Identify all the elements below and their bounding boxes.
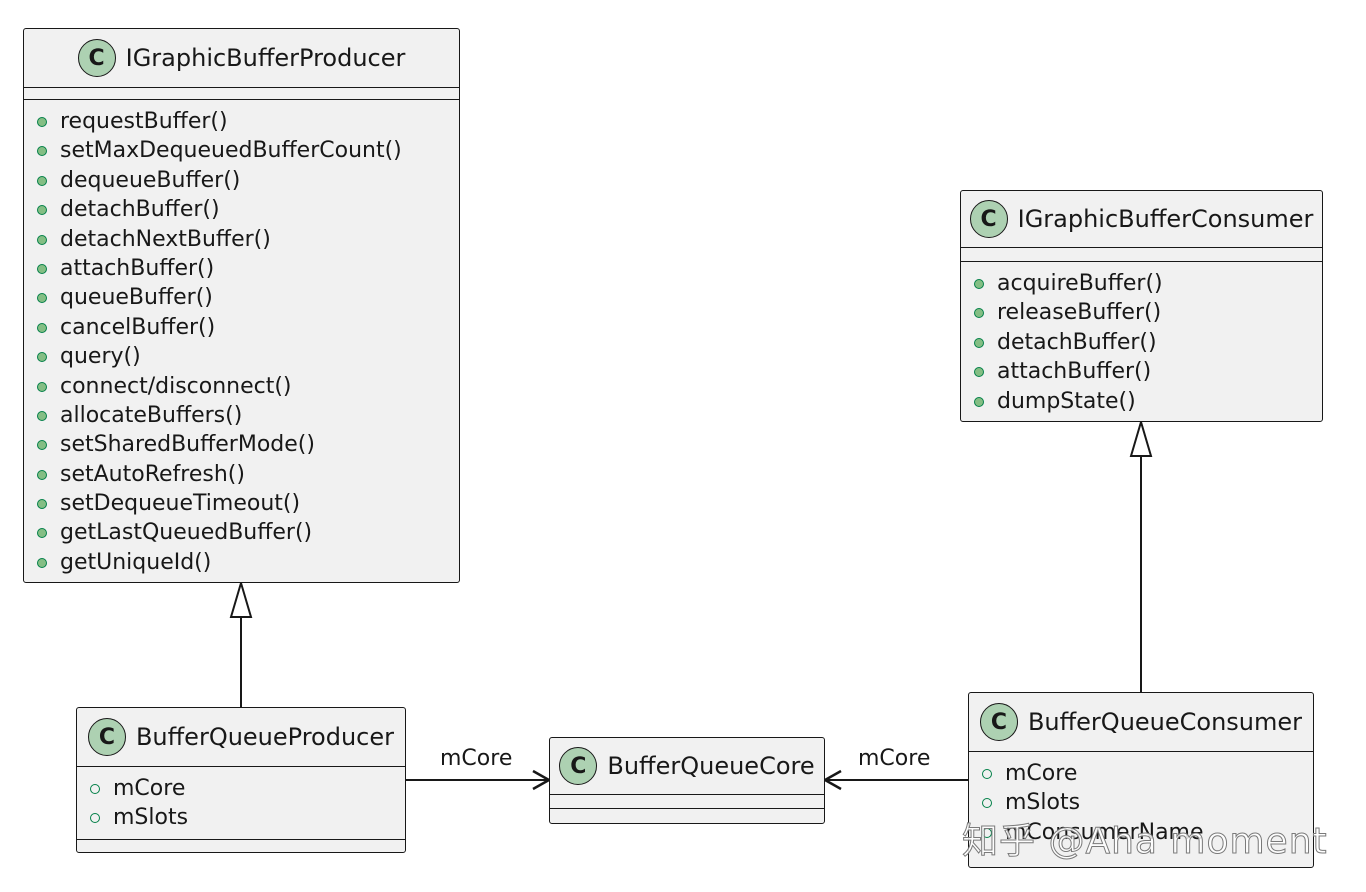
class-igraphicbufferconsumer: C IGraphicBufferConsumer acquireBuffer()…	[960, 190, 1323, 422]
class-stereotype-icon: C	[559, 747, 598, 785]
methods-separator	[961, 261, 1322, 262]
producer-inheritance-arrowhead	[229, 579, 253, 618]
fields-separator	[969, 751, 1313, 752]
consumer-core-label: mCore	[858, 746, 931, 771]
class-bufferqueueconsumer: C BufferQueueConsumer mCore mSlots mCons…	[968, 692, 1314, 868]
field-item: mSlots	[89, 803, 401, 832]
field-item: mSlots	[981, 788, 1309, 817]
method-item: detachBuffer()	[973, 328, 1318, 357]
fields-separator	[961, 247, 1322, 248]
fields-separator	[77, 766, 405, 767]
class-stereotype-icon: C	[87, 718, 126, 756]
methods-separator	[550, 808, 824, 809]
method-item: releaseBuffer()	[973, 298, 1318, 327]
class-header: C IGraphicBufferConsumer	[961, 191, 1322, 247]
producer-core-label: mCore	[440, 746, 513, 771]
field-list: mCore mSlots mConsumerName	[981, 759, 1309, 847]
class-stereotype-icon: C	[969, 200, 1008, 238]
class-stereotype-icon: C	[77, 39, 116, 77]
field-item: mCore	[89, 774, 401, 803]
method-item: attachBuffer()	[36, 254, 455, 283]
method-item: getLastQueuedBuffer()	[36, 518, 455, 547]
method-item: requestBuffer()	[36, 107, 455, 136]
method-item: cancelBuffer()	[36, 313, 455, 342]
class-igraphicbufferproducer: C IGraphicBufferProducer requestBuffer()…	[23, 28, 460, 583]
method-item: detachBuffer()	[36, 195, 455, 224]
field-list: mCore mSlots	[89, 774, 401, 833]
watermark: 知乎 @Aha moment	[962, 821, 1328, 863]
class-name: BufferQueueProducer	[135, 723, 395, 751]
class-stereotype-icon: C	[979, 703, 1018, 741]
method-item: connect/disconnect()	[36, 372, 455, 401]
class-name: BufferQueueCore	[607, 752, 815, 780]
method-item: setDequeueTimeout()	[36, 489, 455, 518]
method-item: getUniqueId()	[36, 548, 455, 577]
field-item: mCore	[981, 759, 1309, 788]
consumer-inheritance-arrowhead	[1129, 418, 1153, 457]
class-header: C IGraphicBufferProducer	[24, 29, 459, 87]
method-item: queueBuffer()	[36, 283, 455, 312]
method-item: allocateBuffers()	[36, 401, 455, 430]
class-header: C BufferQueueCore	[550, 738, 824, 794]
class-header: C BufferQueueProducer	[77, 708, 405, 766]
method-item: setSharedBufferMode()	[36, 430, 455, 459]
method-list: acquireBuffer() releaseBuffer() detachBu…	[973, 269, 1318, 416]
class-bufferqueueproducer: C BufferQueueProducer mCore mSlots	[76, 707, 406, 853]
class-header: C BufferQueueConsumer	[969, 693, 1313, 751]
class-bufferqueuecore: C BufferQueueCore	[549, 737, 825, 824]
method-item: acquireBuffer()	[973, 269, 1318, 298]
class-name: BufferQueueConsumer	[1027, 708, 1303, 736]
method-item: query()	[36, 342, 455, 371]
consumer-core-arrowhead	[822, 769, 842, 791]
fields-separator	[24, 87, 459, 88]
methods-separator	[24, 99, 459, 100]
method-item: attachBuffer()	[973, 357, 1318, 386]
method-item: dequeueBuffer()	[36, 166, 455, 195]
class-name: IGraphicBufferConsumer	[1017, 205, 1314, 233]
method-item: setAutoRefresh()	[36, 460, 455, 489]
class-name: IGraphicBufferProducer	[125, 44, 406, 72]
field-item: mConsumerName	[981, 818, 1309, 847]
method-item: setMaxDequeuedBufferCount()	[36, 136, 455, 165]
method-item: dumpState()	[973, 387, 1318, 416]
method-item: detachNextBuffer()	[36, 225, 455, 254]
methods-separator	[77, 839, 405, 840]
fields-separator	[550, 794, 824, 795]
method-list: requestBuffer() setMaxDequeuedBufferCoun…	[36, 107, 455, 577]
